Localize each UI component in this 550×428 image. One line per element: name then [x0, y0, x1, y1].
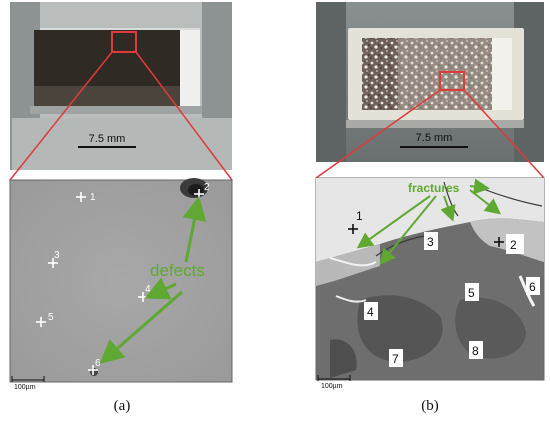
defects-annotation: defects	[150, 261, 205, 280]
point-label: 3	[54, 250, 60, 261]
defect-arrow	[144, 277, 177, 300]
micro-scale-label: 100µm	[321, 383, 343, 390]
point-label: 1	[90, 192, 96, 203]
panel-b: 7.5 mm	[315, 2, 545, 390]
panel-a-micrograph: 1 2 3 4 5 6 defects 100µm	[9, 178, 233, 391]
zoom-line-right	[463, 89, 545, 179]
zoom-line-left	[9, 51, 113, 181]
fracture-arrow	[356, 195, 431, 249]
panel-b-photo: 7.5 mm	[316, 2, 544, 162]
zoom-region-box	[439, 71, 465, 91]
panel-a: 7.5 mm 1 2 3 4 5 6	[9, 2, 233, 391]
fracture-arrow	[469, 178, 490, 195]
point-label: 2	[510, 238, 517, 252]
sample-region-right	[398, 38, 492, 110]
point-label: 7	[392, 352, 399, 366]
point-label: 5	[48, 312, 54, 323]
zoom-line-left	[315, 89, 441, 179]
photo-scale-label: 7.5 mm	[416, 132, 453, 144]
micro-scale-label: 100µm	[14, 384, 36, 391]
zoom-region-box	[111, 31, 137, 53]
sample-region-left	[362, 38, 398, 110]
photo-scale-label: 7.5 mm	[89, 133, 126, 145]
point-label: 5	[468, 286, 475, 300]
point-label: 2	[204, 182, 210, 193]
panel-b-caption: (b)	[421, 398, 439, 414]
point-label: 6	[529, 280, 536, 294]
point-label: 4	[367, 305, 374, 319]
panel-a-photo: 7.5 mm	[10, 2, 232, 170]
point-label: 4	[145, 284, 151, 295]
point-label: 1	[356, 209, 363, 223]
defect-arrow	[182, 196, 207, 263]
defect-arrow	[99, 290, 183, 364]
fractures-annotation: fractures	[408, 181, 460, 195]
fracture-arrow	[440, 195, 456, 222]
point-label: 3	[427, 235, 434, 249]
point-label: 6	[95, 358, 101, 369]
point-label: 8	[472, 344, 479, 358]
panel-b-micrograph: 1 2 3 4 5 6 7 8 fractures	[315, 177, 545, 390]
panel-a-caption: (a)	[113, 398, 131, 414]
zoom-line-right	[135, 51, 233, 181]
fracture-arrow	[379, 195, 437, 266]
